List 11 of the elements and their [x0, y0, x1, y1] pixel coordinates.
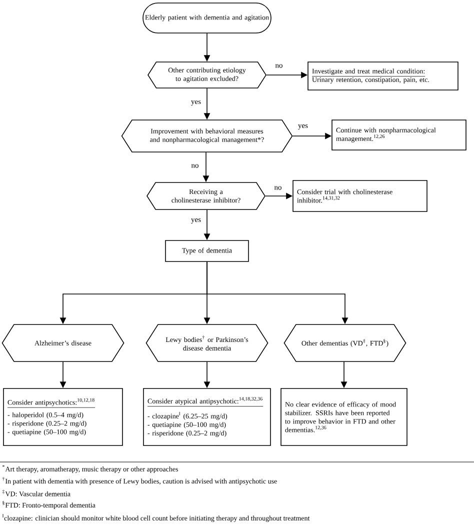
arrow [60, 362, 66, 388]
arrow [265, 192, 293, 200]
arrow [204, 362, 210, 388]
arrow [292, 132, 332, 140]
arrow [204, 88, 210, 120]
arrow [206, 262, 348, 324]
arrow [204, 33, 210, 62]
arrow [266, 72, 308, 78]
arrow [204, 210, 210, 240]
arrow [340, 362, 348, 388]
arrow [202, 152, 210, 182]
